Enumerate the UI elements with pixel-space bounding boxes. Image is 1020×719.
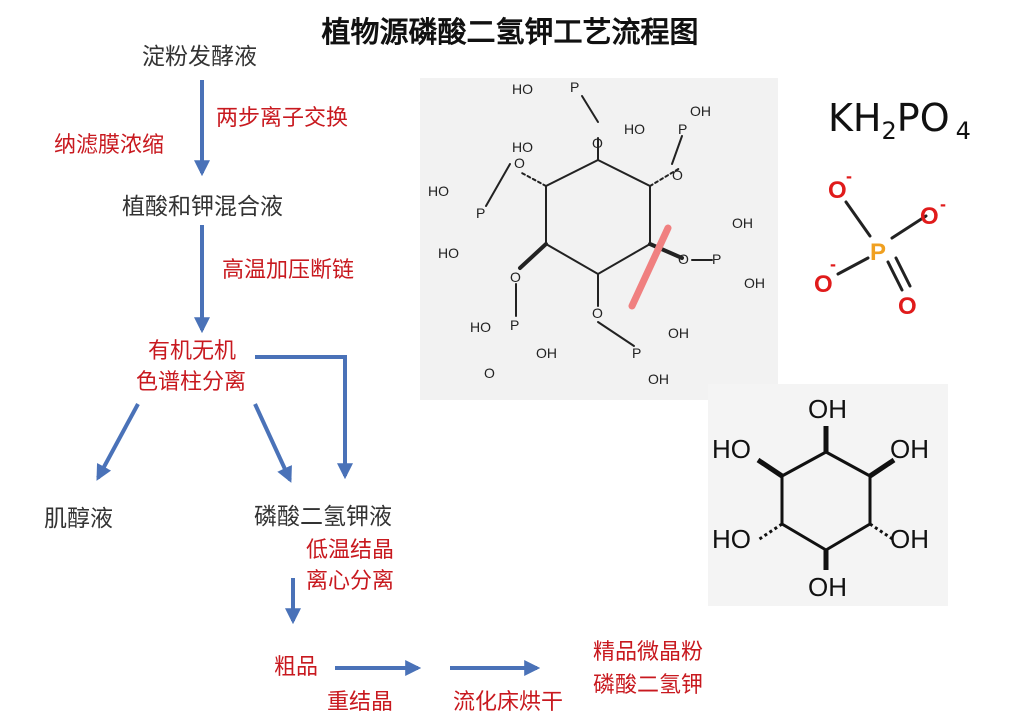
phytic-o-7: O (514, 155, 525, 171)
phytic-oh-5: OH (648, 371, 669, 387)
formula-sub-4: 4 (955, 117, 971, 145)
inositol-oh-right-bottom: OH (890, 524, 929, 554)
phytic-oh-4: OH (668, 325, 689, 341)
phytic-o-4: O (592, 305, 603, 321)
phytic-p-3: P (712, 251, 721, 267)
phytic-oh-3: OH (744, 275, 765, 291)
step-crystallize-line1: 低温结晶 (306, 538, 395, 563)
node-phytic-potassium-mix: 植酸和钾混合液 (122, 194, 283, 220)
phytic-o-5: O (510, 269, 521, 285)
inositol-structure: OH OH OH OH HO HO (708, 384, 948, 606)
step-nanofiltration: 纳滤膜浓缩 (54, 133, 165, 158)
formula-kh: KH (828, 96, 882, 140)
step-ion-exchange: 两步离子交换 (216, 106, 349, 131)
phosphate-ion-structure: P O - O - O - O (814, 166, 946, 320)
inositol-ho-left-bottom: HO (712, 524, 751, 554)
oxygen-right: O (920, 203, 939, 230)
step-fluid-bed: 流化床烘干 (453, 690, 564, 715)
cut-mark (628, 224, 672, 310)
node-inositol-liquid: 肌醇液 (44, 506, 113, 532)
node-final-line2: 磷酸二氢钾 (593, 673, 704, 698)
phytic-p-4: P (632, 345, 641, 361)
node-kdp-liquid: 磷酸二氢钾液 (254, 504, 392, 530)
formula-sub-2: 2 (881, 117, 897, 145)
node-starch-broth: 淀粉发酵液 (142, 44, 257, 70)
phosphorus-atom: P (870, 239, 886, 266)
step-recrystallize: 重结晶 (327, 690, 394, 715)
step-crystallize-line2: 离心分离 (306, 569, 395, 594)
phytic-ho-2: HO (512, 139, 533, 155)
phytic-o-2: O (672, 167, 683, 183)
phytic-ho-3: HO (624, 121, 645, 137)
charge-left: - (830, 254, 836, 274)
phytic-o-6: O (484, 365, 495, 381)
phytic-p-6: P (476, 205, 485, 221)
node-crude: 粗品 (274, 655, 319, 680)
page-title: 植物源磷酸二氢钾工艺流程图 (321, 15, 699, 49)
node-final-line1: 精品微晶粉 (593, 640, 704, 665)
phytic-ho-6: HO (438, 245, 459, 261)
oxygen-left: O (814, 271, 833, 298)
phytic-ho-4: HO (470, 319, 491, 335)
phytic-acid-structure: O P HO HO O P HO OH O P OH OH O P OH OH … (420, 78, 778, 400)
phytic-o-3: O (678, 251, 689, 267)
phytic-p-5: P (510, 317, 519, 333)
phytic-ho-1: HO (512, 81, 533, 97)
phytic-oh-2: OH (732, 215, 753, 231)
inositol-oh-right-top: OH (890, 434, 929, 464)
arrow-chromatography-to-kdp-diag (253, 403, 292, 483)
arrow-chromatography-to-inositol (96, 403, 140, 481)
inositol-oh-top: OH (808, 394, 847, 424)
phytic-oh-1: OH (690, 103, 711, 119)
charge-top: - (846, 166, 852, 186)
phytic-oh-6: OH (536, 345, 557, 361)
inositol-oh-bottom: OH (808, 572, 847, 602)
phytic-ho-5: HO (428, 183, 449, 199)
phytic-o-1: O (592, 135, 603, 151)
phytic-p-1: P (570, 79, 579, 95)
oxygen-top: O (828, 177, 847, 204)
charge-right: - (940, 194, 946, 214)
phytic-p-2: P (678, 121, 687, 137)
formula-po: PO (896, 96, 950, 140)
node-chromatography-line2: 色谱柱分离 (136, 370, 247, 395)
oxygen-bottom: O (898, 293, 917, 320)
inositol-ho-left-top: HO (712, 434, 751, 464)
arrow-chromatography-to-kdp (255, 355, 353, 480)
node-chromatography-line1: 有机无机 (148, 339, 237, 364)
step-high-temp: 高温加压断链 (222, 258, 355, 283)
